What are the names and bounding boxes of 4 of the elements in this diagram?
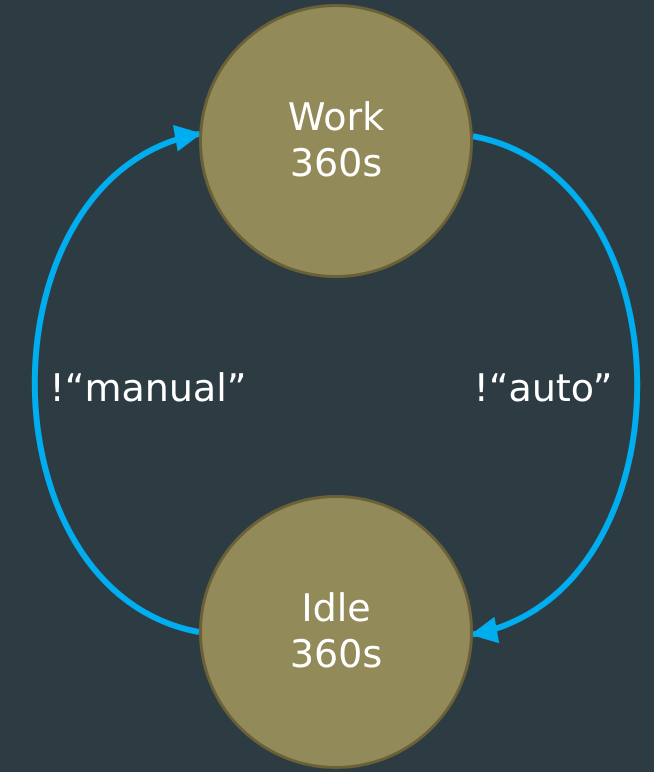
state-label: Work bbox=[288, 95, 384, 141]
state-label: 360s bbox=[290, 632, 382, 678]
state-label: Idle bbox=[301, 586, 371, 632]
state-label: 360s bbox=[290, 141, 382, 187]
